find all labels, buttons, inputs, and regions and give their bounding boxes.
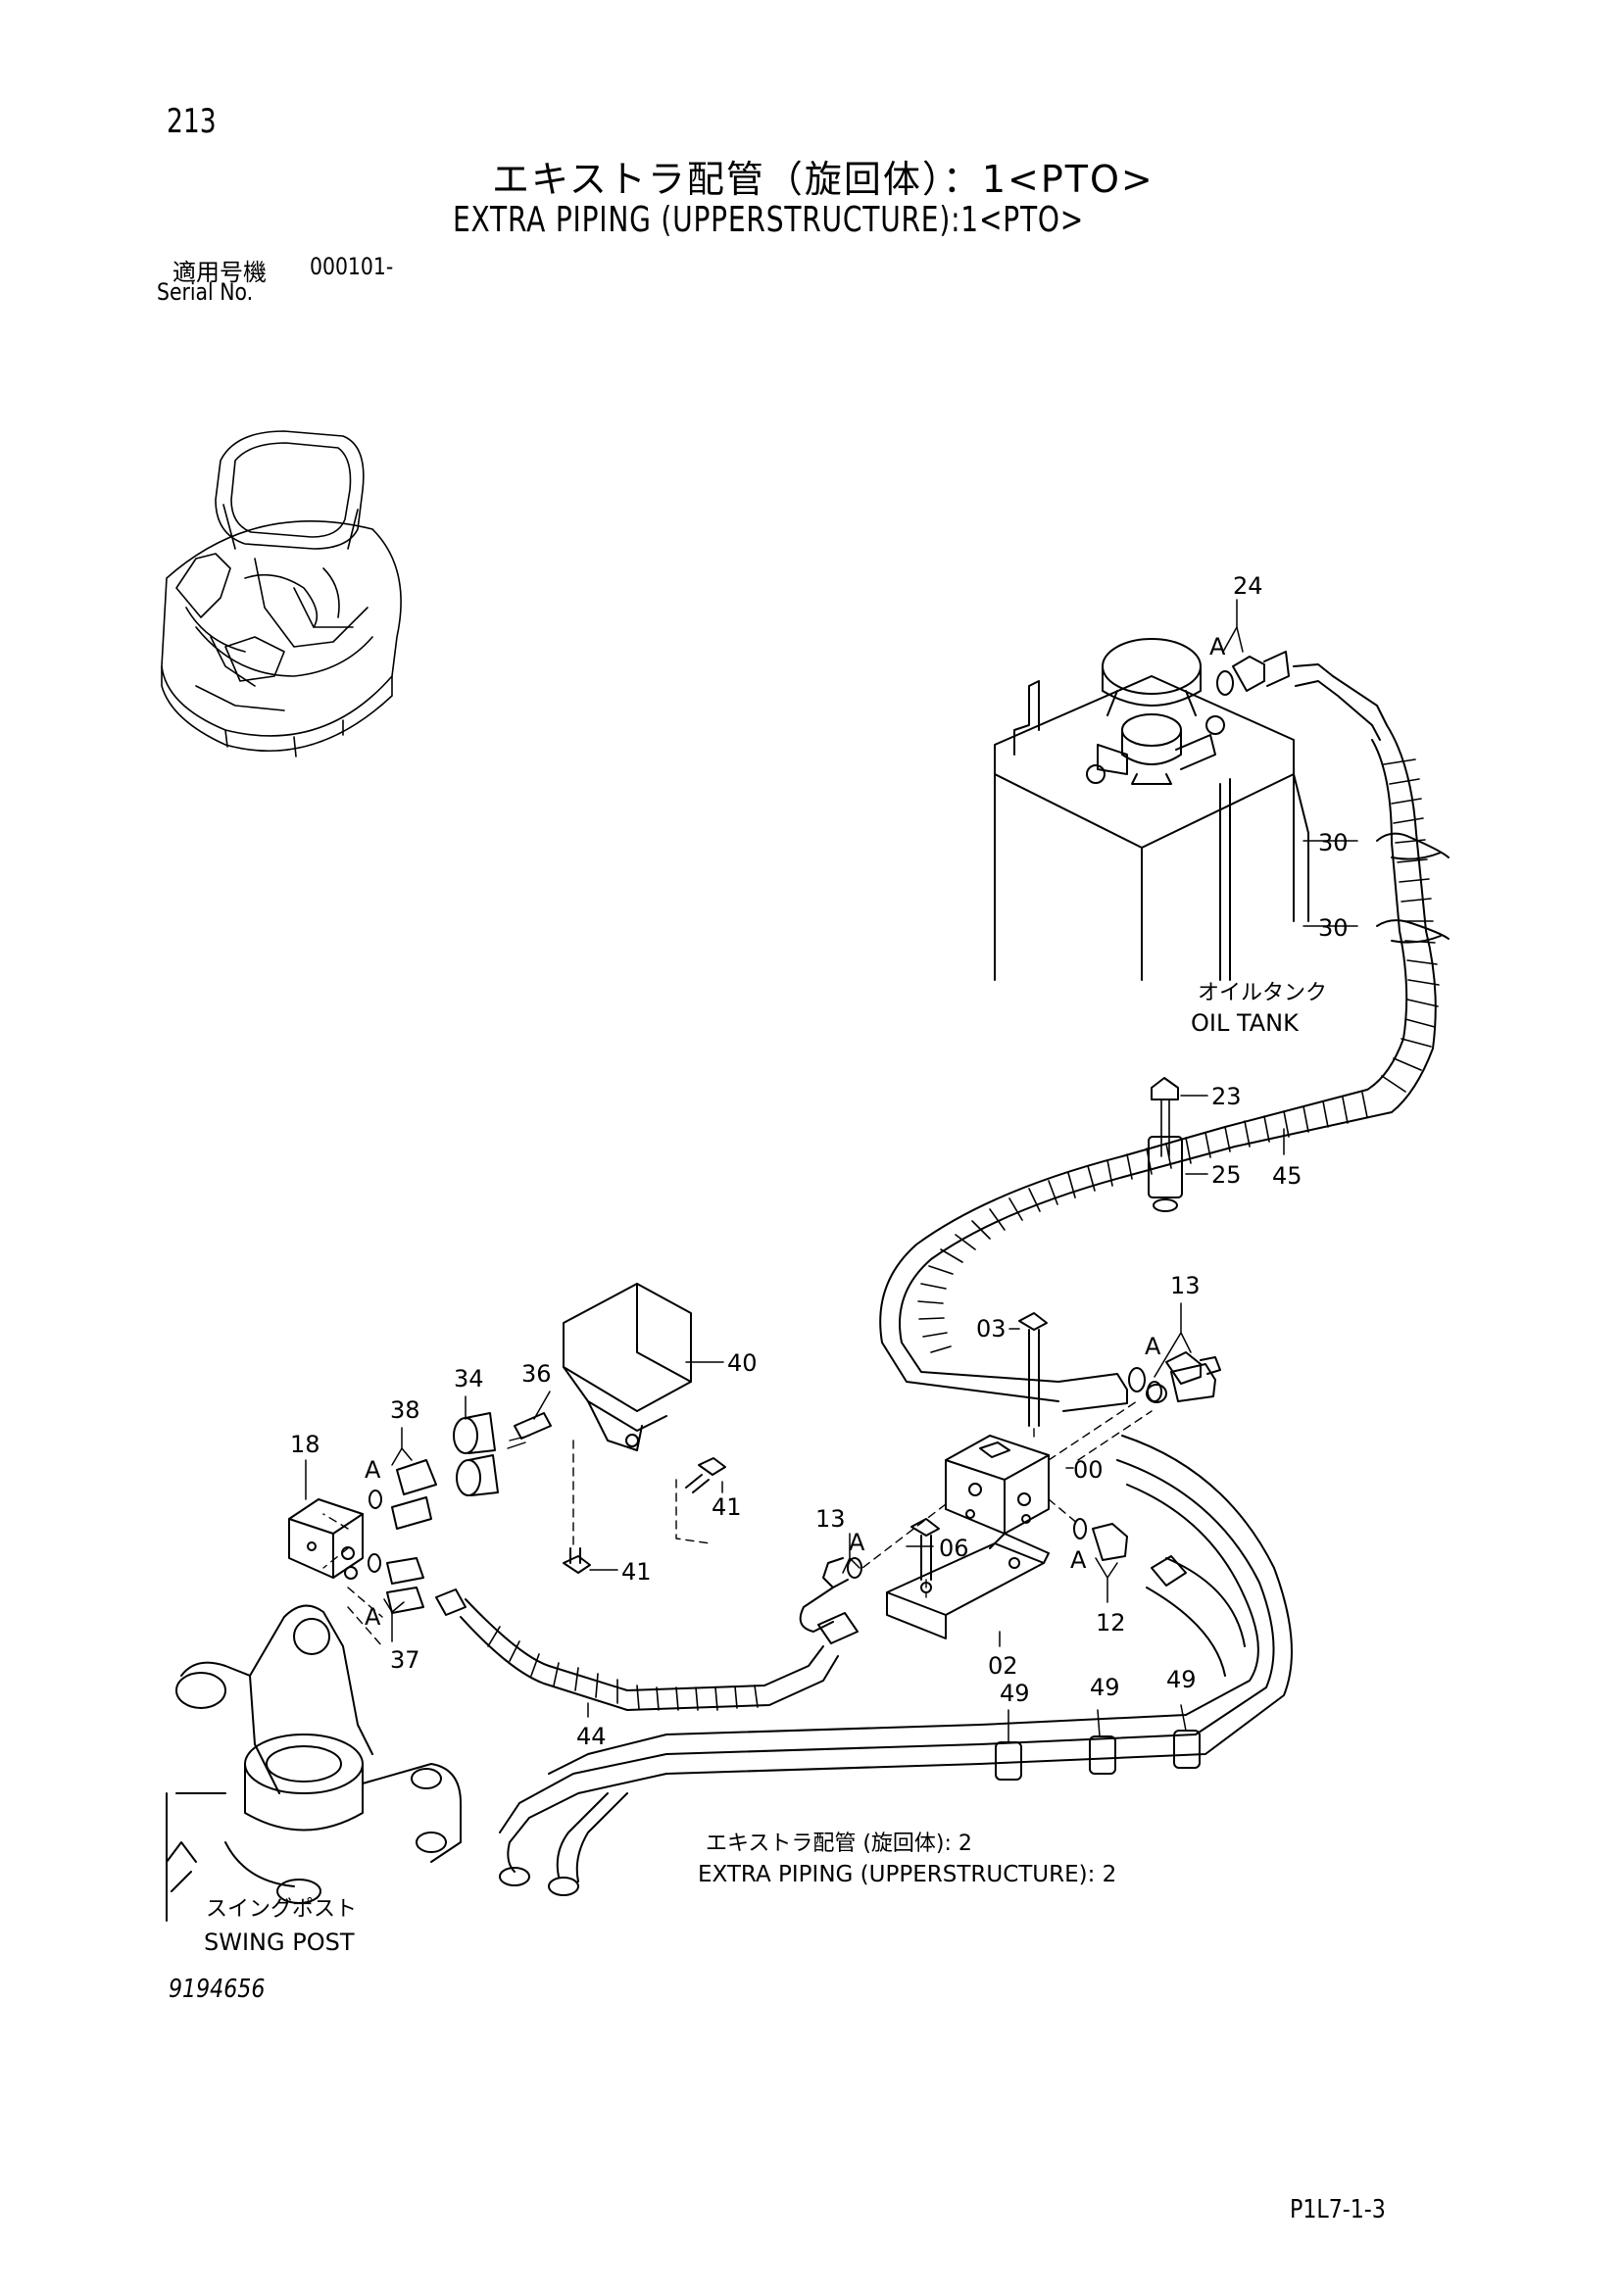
callout-49b: 49 <box>1090 1674 1120 1701</box>
callout-44: 44 <box>576 1723 607 1750</box>
callout-a5: A <box>1070 1546 1087 1574</box>
spiral-guard <box>917 758 1440 1353</box>
callout-25: 25 <box>1211 1161 1242 1189</box>
callout-45: 45 <box>1272 1162 1303 1190</box>
assembly-guide-lines <box>322 1400 1153 1647</box>
cover-40 <box>563 1283 692 1451</box>
callout-a1: A <box>1209 633 1226 660</box>
callout-18: 18 <box>290 1431 320 1458</box>
fittings-37 <box>368 1553 424 1614</box>
fittings-34-36-38 <box>369 1412 552 1530</box>
elbow-fitting-13 <box>799 1557 862 1633</box>
callout-49a: 49 <box>1000 1680 1030 1707</box>
fitting-12 <box>1073 1518 1128 1561</box>
bolt-06 <box>910 1518 940 1581</box>
callout-24: 24 <box>1233 572 1263 600</box>
block-18 <box>288 1498 364 1580</box>
oil-tank <box>994 638 1309 981</box>
callout-a4: A <box>849 1529 865 1556</box>
swing-post <box>166 1604 462 1922</box>
serial-value: 000101- <box>310 253 394 280</box>
title-english: EXTRA PIPING (UPPERSTRUCTURE):1<PTO> <box>453 200 1085 240</box>
callout-36: 36 <box>521 1360 552 1388</box>
oil-tank-label-jp: オイルタンク <box>1198 981 1327 1005</box>
reference-label-en: EXTRA PIPING (UPPERSTRUCTURE): 2 <box>698 1862 1116 1887</box>
swing-post-label-en: SWING POST <box>204 1929 355 1956</box>
distribution-block-00 <box>945 1435 1050 1535</box>
callout-49c: 49 <box>1166 1666 1197 1693</box>
callout-41-bottom: 41 <box>621 1558 652 1586</box>
bolt-41-right <box>685 1457 726 1493</box>
callout-30b: 30 <box>1318 914 1349 942</box>
callout-13-top: 13 <box>1170 1272 1201 1299</box>
labels: オイルタンク OIL TANK スイングポスト SWING POST エキストラ… <box>204 572 1349 1956</box>
page-number: 213 <box>167 102 217 141</box>
serial-label-english: Serial No. <box>157 278 254 306</box>
hose-clamp-30 <box>1376 832 1450 944</box>
page-code: P1L7-1-3 <box>1290 2195 1386 2224</box>
swing-post-label-jp: スイングポスト <box>206 1897 357 1922</box>
callout-37: 37 <box>390 1646 420 1674</box>
bolt-23-clamp-25 <box>1148 1077 1183 1212</box>
callout-23: 23 <box>1211 1083 1242 1110</box>
callout-13-left: 13 <box>815 1505 846 1533</box>
reference-label-jp: エキストラ配管 (旋回体): 2 <box>706 1832 972 1856</box>
hose-44 <box>435 1588 859 1711</box>
serial-label-japanese: 適用号機 <box>172 259 267 286</box>
callout-30a: 30 <box>1318 829 1349 856</box>
title-japanese: エキストラ配管（旋回体）：1<PTO> <box>492 158 1155 201</box>
extra-piping-2-lines <box>499 1435 1293 1896</box>
drawing-number: 9194656 <box>169 1975 266 2004</box>
bolt-41-bottom <box>563 1547 591 1574</box>
bolt-03 <box>1018 1312 1048 1427</box>
callout-a2: A <box>1145 1333 1161 1360</box>
callout-00: 00 <box>1073 1456 1104 1484</box>
callout-12: 12 <box>1096 1609 1126 1637</box>
callout-40: 40 <box>727 1349 758 1377</box>
callout-41-right: 41 <box>712 1493 742 1521</box>
callout-a3: A <box>365 1456 381 1484</box>
callout-34: 34 <box>454 1365 484 1392</box>
leader-lines <box>305 599 1358 1743</box>
callout-02: 02 <box>988 1652 1018 1680</box>
machine-overview-illustration <box>161 430 402 757</box>
fitting-13-top <box>1147 1351 1221 1402</box>
callout-06: 06 <box>939 1535 969 1562</box>
oil-tank-label-en: OIL TANK <box>1191 1009 1300 1037</box>
callout-38: 38 <box>390 1396 420 1424</box>
return-hose-45 <box>879 651 1440 1412</box>
callout-a6: A <box>365 1603 381 1631</box>
callout-03: 03 <box>976 1315 1007 1343</box>
